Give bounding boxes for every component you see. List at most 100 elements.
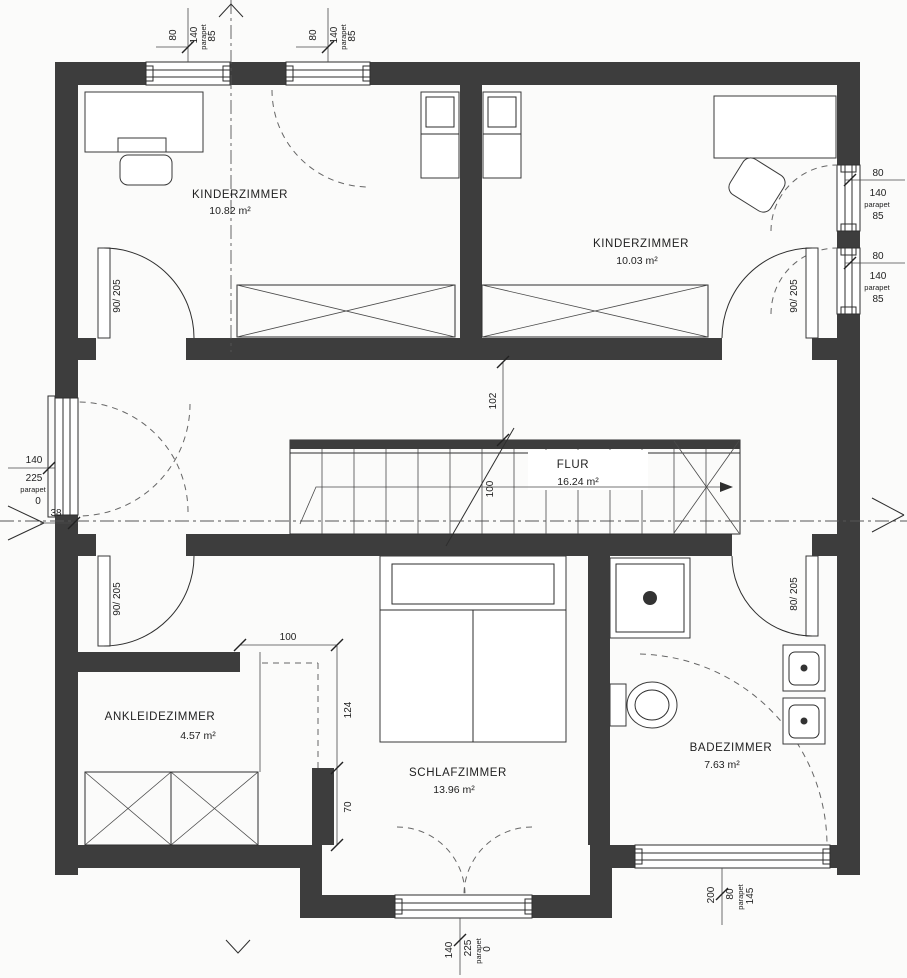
window-dim-right-lower: 80 140 parapet 85 <box>864 251 890 305</box>
dim-height: 225 <box>463 939 474 956</box>
dim-parapet: 85 <box>207 30 218 42</box>
dim-wall-offset: 38 <box>50 508 62 519</box>
dim-height: 140 <box>329 26 340 43</box>
door-size-label: 90/ 205 <box>112 582 123 616</box>
wall-schlafzimmer-west <box>312 768 334 845</box>
dimension-texts: 80 140 parapet 85 80 140 parapet 85 80 1… <box>20 23 890 963</box>
dim-height: 140 <box>189 26 200 43</box>
window-right-upper <box>836 164 861 232</box>
bed-symbol <box>482 91 522 179</box>
wall-kids-divider <box>460 85 482 338</box>
dim-parapet-word: parapet <box>339 23 348 49</box>
dim-parapet: 0 <box>482 946 493 952</box>
wall-bath-west <box>588 556 610 845</box>
wall-ankleide-top <box>78 652 240 672</box>
wall-b-left-stub <box>78 534 96 556</box>
dim-parapet: 85 <box>872 294 884 305</box>
dim-recess-depth: 124 <box>343 701 354 718</box>
wardrobe-symbol <box>236 284 456 338</box>
desk-symbol <box>713 95 837 159</box>
staircase-symbol <box>289 427 741 547</box>
door-size-label: 80/ 205 <box>789 577 800 611</box>
wall-a-right-stub <box>812 338 837 360</box>
door-kinderzimmer2 <box>721 247 819 339</box>
dim-width: 140 <box>26 455 43 466</box>
window-dim-left-door: 140 225 parapet 0 38 <box>20 455 62 519</box>
dim-parapet-word: parapet <box>474 937 483 963</box>
stair-handrail <box>290 440 740 449</box>
dim-width: 80 <box>872 251 884 262</box>
dim-stair-width: 100 <box>485 480 496 497</box>
terrace-door-swing-arc <box>463 826 533 896</box>
flur-label-bg <box>528 450 648 490</box>
dim-parapet: 0 <box>35 496 41 507</box>
dim-width: 80 <box>168 29 179 41</box>
dim-height: 140 <box>870 271 887 282</box>
window-terrace-door <box>394 894 533 919</box>
furniture <box>84 91 837 846</box>
window-dim-terrace: 140 225 parapet 0 <box>444 937 493 963</box>
window-left-french-door <box>47 395 79 518</box>
wall-b-middle <box>186 534 732 556</box>
window-dim-top-mid: 80 140 parapet 85 <box>308 23 358 49</box>
window-dim-top-left: 80 140 parapet 85 <box>168 23 218 49</box>
windows-group <box>47 61 861 919</box>
room-area-flur: 16.24 m² <box>557 476 599 488</box>
sink-symbol <box>782 697 826 745</box>
door-size-label: 90/ 205 <box>112 279 123 313</box>
window-top-mid <box>285 61 371 86</box>
stair-direction-arrow <box>720 482 733 492</box>
dim-parapet-word: parapet <box>20 485 46 494</box>
dashed-lines <box>77 89 838 896</box>
desk-item <box>117 137 167 153</box>
axis-lines <box>0 0 907 954</box>
dim-parapet-word: parapet <box>736 883 745 909</box>
door-kinderzimmer1 <box>97 247 195 339</box>
terrace-door-swing-arc <box>396 826 466 896</box>
sink-symbol <box>782 644 826 692</box>
door-lower-left <box>97 555 195 647</box>
bed-symbol <box>420 91 460 179</box>
wall-a-middle <box>186 338 722 360</box>
toilet-symbol <box>609 681 678 729</box>
dim-parapet-word: parapet <box>864 200 890 209</box>
room-label-kinderzimmer1: KINDERZIMMER <box>192 189 288 201</box>
dim-width: 80 <box>308 29 319 41</box>
dim-parapet: 85 <box>872 211 884 222</box>
window-bath-bottom <box>634 844 831 869</box>
bay-wall-right <box>590 866 612 918</box>
dim-width: 80 <box>872 168 884 179</box>
door-size-label: 90/ 205 <box>789 279 800 313</box>
bath-window-tilt-arc <box>639 653 828 846</box>
chair-symbol <box>728 157 786 213</box>
door-badezimmer <box>731 555 819 637</box>
window-dim-right-upper: 80 140 parapet 85 <box>864 168 890 222</box>
dim-height: 225 <box>26 473 43 484</box>
dim-height: 80 <box>725 888 736 900</box>
dim-parapet: 85 <box>347 30 358 42</box>
window-tilt-arc <box>770 164 838 232</box>
axis-marker-top <box>218 3 244 18</box>
dim-height: 140 <box>870 188 887 199</box>
room-label-kinderzimmer2: KINDERZIMMER <box>593 238 689 250</box>
room-labels: KINDERZIMMER 10.82 m² KINDERZIMMER 10.03… <box>105 189 773 796</box>
axis-marker-bottom <box>225 939 251 954</box>
shower-symbol <box>609 557 691 639</box>
dim-wardrobe-depth: 70 <box>343 801 354 813</box>
room-area-kinderzimmer1: 10.82 m² <box>209 205 251 217</box>
stair-walk-line <box>299 486 720 525</box>
section-marker-left <box>7 505 45 541</box>
wall-b-right-stub <box>812 534 837 556</box>
dim-flur-depth: 102 <box>488 392 499 409</box>
room-label-badezimmer: BADEZIMMER <box>690 742 773 754</box>
room-area-schlafzimmer: 13.96 m² <box>433 784 475 796</box>
interior-walls <box>78 85 837 845</box>
window-tilt-arc <box>271 89 370 188</box>
room-label-flur: FLUR <box>557 459 589 471</box>
dim-width: 140 <box>444 941 455 958</box>
room-area-badezimmer: 7.63 m² <box>704 759 740 771</box>
dim-parapet-word: parapet <box>199 23 208 49</box>
dim-opening-width: 100 <box>280 632 297 643</box>
